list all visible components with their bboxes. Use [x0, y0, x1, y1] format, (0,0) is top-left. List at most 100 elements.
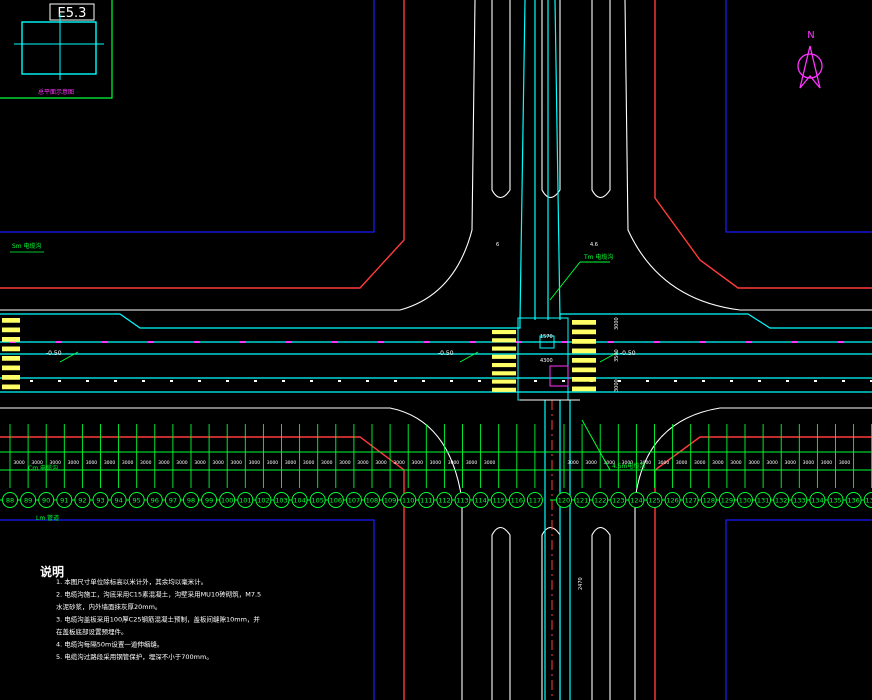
pole-number-circle — [436, 492, 453, 508]
pole-number: 97 — [169, 497, 177, 505]
crosswalk-stripe — [492, 363, 516, 368]
spacing-label: 3000 — [484, 460, 496, 466]
crosswalk-stripe — [572, 367, 596, 373]
pole-number: 121 — [576, 497, 588, 505]
spacing-label: 3000 — [676, 460, 688, 466]
pole-spacing-labels: 3000 3000 3000 3000 3000 3000 3000 3000 3000 3000… — [13, 460, 850, 466]
trench-marker — [618, 380, 621, 382]
trench-markers — [10, 341, 872, 382]
spacing-label: 3000 — [448, 460, 460, 466]
pole-number-circle — [20, 492, 37, 508]
pole-number: 108 — [366, 497, 378, 505]
pole-number-circle — [682, 492, 699, 508]
spacing-label: 3000 — [430, 460, 442, 466]
pole-number-circle — [183, 492, 199, 508]
spacing-label: 3000 — [821, 460, 833, 466]
spacing-label: 3000 — [231, 460, 243, 466]
center-dimension-2: 4300 — [540, 358, 553, 364]
text-annotations: Sm 电缆沟 -0.50 -0.50 -0.50 Tm 电缆沟 6 4.6 Cm… — [10, 242, 645, 590]
spacing-label: 3000 — [712, 460, 724, 466]
pole-number-circle — [309, 492, 326, 508]
spacing-label: 3000 — [785, 460, 797, 466]
note-line: 1. 本图尺寸单位除标高以米计外，其余均以毫米计。 — [56, 577, 207, 586]
trench-marker — [86, 380, 89, 382]
pole-number: 123 — [612, 497, 624, 505]
crosswalk-stripe — [2, 356, 20, 361]
pole-number: 133 — [793, 497, 805, 505]
crosswalk-stripe — [492, 330, 516, 335]
note-line: 5. 电缆沟过路段采用钢管保护，埋深不小于700mm。 — [56, 652, 213, 661]
annotation-leaders — [59, 261, 640, 471]
pole-number-circle — [472, 492, 489, 508]
pole-number: 122 — [594, 497, 606, 505]
pole-number: 120 — [558, 497, 570, 505]
trench-marker — [58, 380, 61, 382]
spacing-label: 3000 — [748, 460, 760, 466]
pole-number: 115 — [492, 497, 504, 505]
trench-marker — [792, 341, 798, 343]
pole-number-circle — [809, 492, 826, 508]
pole-number-circle — [364, 492, 380, 508]
pole-number-circle — [827, 492, 844, 508]
spacing-label: 3000 — [68, 460, 80, 466]
trench-marker — [870, 380, 872, 382]
crosswalk-stripe — [2, 375, 20, 380]
pole-number: 101 — [239, 497, 251, 505]
trench-marker — [534, 380, 537, 382]
right-dimension-2: 3500 — [614, 349, 620, 362]
pole-number-circle — [38, 492, 55, 508]
spacing-label: 3000 — [412, 460, 424, 466]
trench-marker — [646, 380, 649, 382]
pole-number-circle — [646, 492, 663, 508]
pole-number: 95 — [133, 497, 141, 505]
pole-number: 106 — [330, 497, 342, 505]
spacing-label: 3000 — [31, 460, 43, 466]
trench-marker — [286, 341, 292, 343]
crosswalk-stripe — [2, 318, 20, 323]
crosswalk-stripe — [2, 384, 20, 390]
pole-number: 116 — [511, 497, 523, 505]
notes-items: 1. 本图尺寸单位除标高以米计外，其余均以毫米计。2. 电缆沟施工，沟底采用C1… — [56, 577, 261, 661]
trench-marker — [148, 341, 154, 343]
note-line: 3. 电缆沟盖板采用100厚C25钢筋混凝土预制，盖板间缝隙10mm，并 — [56, 615, 260, 624]
trench-marker — [114, 380, 117, 382]
spacing-label: 3000 — [267, 460, 279, 466]
trench-marker — [562, 341, 568, 343]
trench-marker — [838, 341, 844, 343]
pole-number-circle — [773, 492, 790, 508]
trench-marker — [422, 380, 425, 382]
spacing-label: 3000 — [357, 460, 369, 466]
left-bottom-label: Lm 管道 — [36, 514, 59, 522]
pole-number: 89 — [24, 497, 32, 505]
trench-marker — [516, 341, 522, 343]
pole-number-circle — [110, 492, 127, 508]
trench-marker — [338, 380, 341, 382]
pole-number: 107 — [348, 497, 360, 505]
key-plan-label: 总平面示意图 — [38, 88, 74, 96]
crosswalk-stripe — [492, 338, 516, 343]
spacing-label: 3000 — [766, 460, 778, 466]
spacing-label: 3000 — [622, 460, 634, 466]
spacing-label: 3000 — [803, 460, 815, 466]
spacing-label: 3000 — [249, 460, 261, 466]
spacing-label: 3000 — [604, 460, 616, 466]
central-junction — [517, 317, 580, 401]
pole-number-circle — [556, 492, 572, 508]
pole-number-circle — [737, 492, 753, 508]
pole-number-circle — [382, 492, 399, 508]
pole-number-circle — [610, 492, 627, 508]
pole-number: 126 — [666, 497, 678, 505]
cross-label-2: 4.6 — [590, 242, 598, 248]
trench-marker — [310, 380, 313, 382]
pole-number-circle — [164, 492, 181, 508]
trench-marker — [240, 341, 246, 343]
crosswalk-stripe — [572, 329, 596, 335]
pole-number-circle — [490, 492, 507, 508]
spacing-label: 3000 — [194, 460, 206, 466]
crosswalk-stripe — [492, 346, 516, 351]
spacing-label: 3000 — [122, 460, 134, 466]
elevation-right: -0.50 — [620, 350, 636, 357]
pole-number: 93 — [96, 497, 104, 505]
